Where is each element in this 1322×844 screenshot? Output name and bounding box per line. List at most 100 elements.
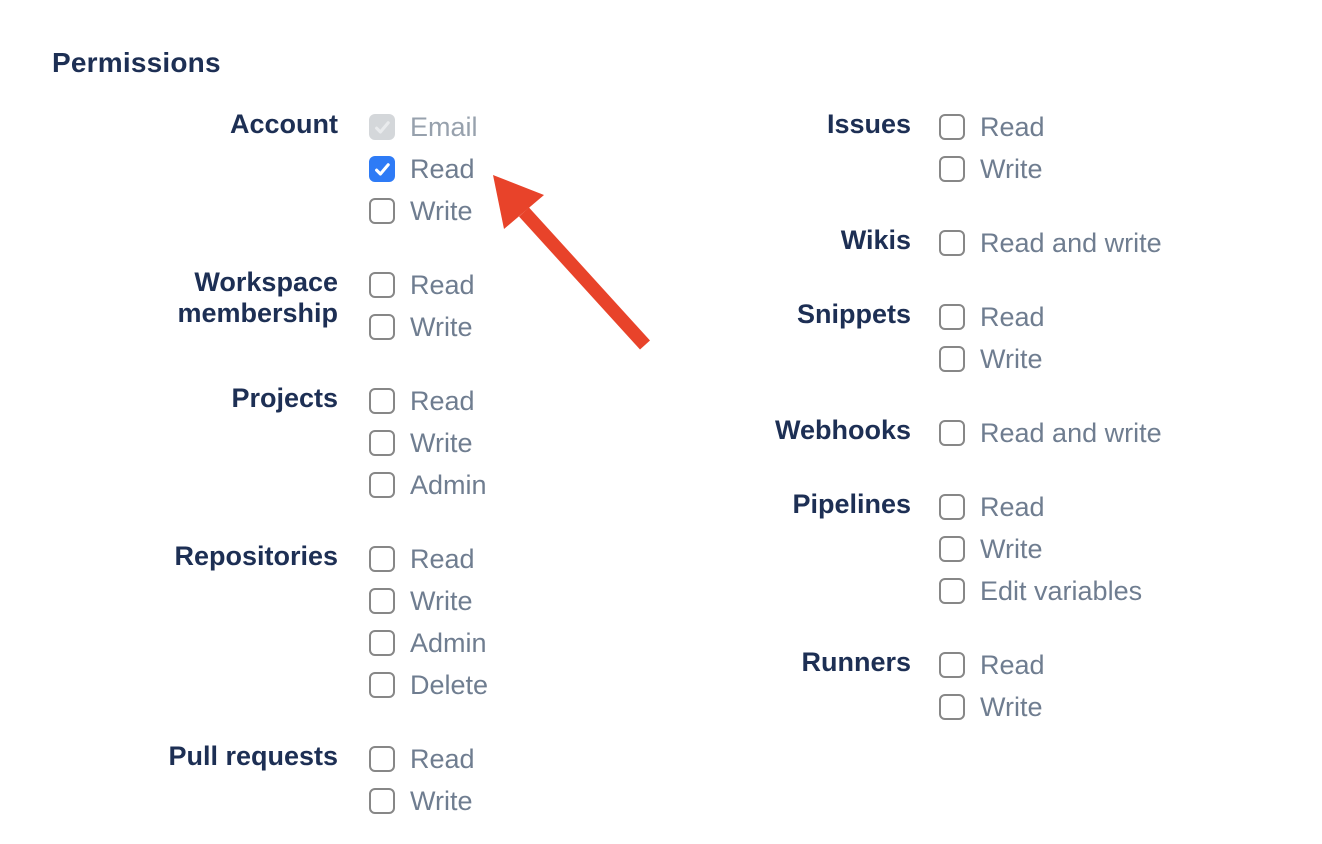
checkbox-runners-read[interactable] [939,652,965,678]
checkbox-repositories-admin[interactable] [369,630,395,656]
checkbox-label-issues-read[interactable]: Read [980,111,1045,142]
checkbox-account-write[interactable] [369,198,395,224]
checkbox-workspace-membership-read[interactable] [369,272,395,298]
checkbox-label-pull-requests-read[interactable]: Read [410,743,475,774]
option-repositories-write[interactable]: Write [369,580,488,622]
checkbox-account-read[interactable] [369,156,395,182]
option-pull-requests-write[interactable]: Write [369,780,475,822]
checkbox-pull-requests-read[interactable] [369,746,395,772]
checkbox-label-wikis-read-and-write[interactable]: Read and write [980,227,1162,258]
checkbox-snippets-write[interactable] [939,346,965,372]
option-snippets-read[interactable]: Read [939,296,1045,338]
option-workspace-membership-write[interactable]: Write [369,306,475,348]
checkbox-label-repositories-delete[interactable]: Delete [410,669,489,700]
option-projects-admin[interactable]: Admin [369,464,487,506]
option-pipelines-read[interactable]: Read [939,486,1142,528]
checkbox-repositories-read[interactable] [369,546,395,572]
group-label-pipelines: Pipelines [792,489,911,519]
option-workspace-membership-read[interactable]: Read [369,264,475,306]
checkbox-repositories-delete[interactable] [369,672,395,698]
option-issues-read[interactable]: Read [939,106,1045,148]
option-runners-write[interactable]: Write [939,686,1045,728]
checkbox-issues-read[interactable] [939,114,965,140]
option-snippets-write[interactable]: Write [939,338,1045,380]
option-repositories-read[interactable]: Read [369,538,488,580]
checkbox-label-account-email: Email [410,111,478,142]
checkbox-label-workspace-membership-write[interactable]: Write [410,311,473,342]
checkbox-label-pipelines-edit-variables[interactable]: Edit variables [980,575,1143,606]
checkbox-pipelines-read[interactable] [939,494,965,520]
checkbox-account-email [369,114,395,140]
checkbox-label-runners-read[interactable]: Read [980,649,1045,680]
option-pull-requests-read[interactable]: Read [369,738,475,780]
checkbox-label-webhooks-read-and-write[interactable]: Read and write [980,417,1162,448]
group-label-issues: Issues [826,109,911,139]
checkbox-label-pipelines-read[interactable]: Read [980,491,1045,522]
option-pipelines-edit-variables[interactable]: Edit variables [939,570,1142,612]
group-label-account: Account [230,109,338,139]
group-label-workspace-membership: Workspace membership [177,267,338,328]
checkbox-label-projects-admin[interactable]: Admin [410,469,487,500]
checkbox-runners-write[interactable] [939,694,965,720]
checkbox-label-runners-write[interactable]: Write [980,691,1043,722]
checkbox-label-projects-read[interactable]: Read [410,385,475,416]
checkbox-label-issues-write[interactable]: Write [980,153,1043,184]
checkbox-label-snippets-read[interactable]: Read [980,301,1045,332]
checkbox-workspace-membership-write[interactable] [369,314,395,340]
checkbox-pipelines-write[interactable] [939,536,965,562]
option-runners-read[interactable]: Read [939,644,1045,686]
option-pipelines-write[interactable]: Write [939,528,1142,570]
checkbox-projects-admin[interactable] [369,472,395,498]
option-wikis-read-and-write[interactable]: Read and write [939,222,1162,264]
checkbox-label-account-write[interactable]: Write [410,195,473,226]
checkbox-label-workspace-membership-read[interactable]: Read [410,269,475,300]
option-repositories-admin[interactable]: Admin [369,622,488,664]
group-options-webhooks: Read and write [939,412,1162,454]
option-projects-write[interactable]: Write [369,422,487,464]
checkbox-pull-requests-write[interactable] [369,788,395,814]
page-title: Permissions [52,47,221,78]
option-account-read[interactable]: Read [369,148,478,190]
group-label-snippets: Snippets [796,299,911,329]
checkbox-label-repositories-write[interactable]: Write [410,585,473,616]
checkbox-snippets-read[interactable] [939,304,965,330]
group-label-pull-requests: Pull requests [168,741,338,771]
option-projects-read[interactable]: Read [369,380,487,422]
checkbox-label-pipelines-write[interactable]: Write [980,533,1043,564]
option-webhooks-read-and-write[interactable]: Read and write [939,412,1162,454]
checkmark-icon [374,120,390,134]
checkbox-label-repositories-read[interactable]: Read [410,543,475,574]
checkbox-projects-read[interactable] [369,388,395,414]
option-issues-write[interactable]: Write [939,148,1045,190]
checkbox-label-pull-requests-write[interactable]: Write [410,785,473,816]
checkbox-label-snippets-write[interactable]: Write [980,343,1043,374]
checkbox-issues-write[interactable] [939,156,965,182]
checkbox-webhooks-read-and-write[interactable] [939,420,965,446]
checkbox-label-account-read[interactable]: Read [410,153,475,184]
checkmark-icon [374,162,390,176]
option-account-write[interactable]: Write [369,190,478,232]
checkbox-projects-write[interactable] [369,430,395,456]
group-label-repositories: Repositories [174,541,338,571]
checkbox-label-projects-write[interactable]: Write [410,427,473,458]
checkbox-pipelines-edit-variables[interactable] [939,578,965,604]
checkbox-wikis-read-and-write[interactable] [939,230,965,256]
checkbox-repositories-write[interactable] [369,588,395,614]
option-repositories-delete[interactable]: Delete [369,664,488,706]
checkbox-label-repositories-admin[interactable]: Admin [410,627,487,658]
